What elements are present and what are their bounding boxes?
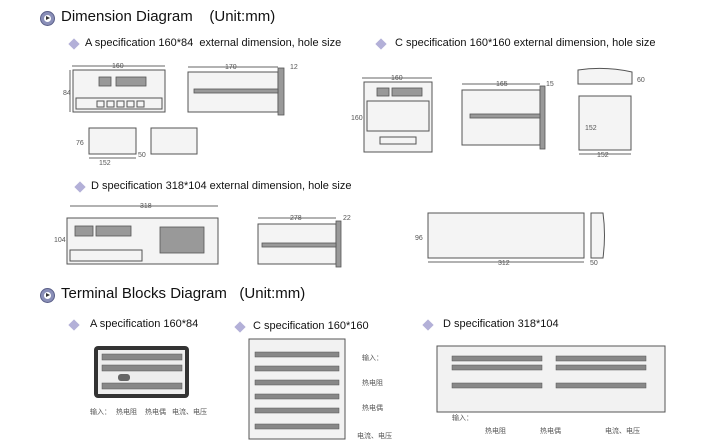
c-side-view: 165 15 [461, 81, 554, 150]
d-hole-height-label: 96 [415, 235, 423, 242]
a-side-view: 170 12 [187, 64, 298, 116]
d-legend-tc: 热电偶 [540, 426, 561, 435]
d-spec-terminal-label: D specification 318*104 [443, 318, 559, 330]
c-hole-height-label: 152 [585, 125, 597, 132]
c-legend-cv: 电流、电压 [357, 431, 392, 440]
a-depth-label: 170 [225, 64, 237, 71]
d-height-label: 104 [54, 237, 66, 244]
c-hole-size: 60 152 152 [577, 67, 645, 159]
a-flange-label: 12 [290, 64, 298, 71]
terminal-unit: (Unit:mm) [239, 285, 306, 302]
d-front-panel: 318 104 [54, 203, 219, 265]
c-hole-width-label: 152 [597, 152, 609, 159]
c-spec-dimension-label: C specification 160*160 external dimensi… [395, 37, 656, 49]
terminal-title: Terminal Blocks Diagram [61, 285, 227, 302]
d-flange-label: 22 [343, 215, 351, 222]
c-spec-terminal-label: C specification 160*160 [253, 320, 369, 332]
a-front-panel: 160 84 [63, 63, 166, 113]
c-flange-label: 15 [546, 81, 554, 88]
d-spec-dimension-label: D specification 318*104 external dimensi… [91, 180, 352, 192]
d-legend-cv: 电流、电压 [605, 426, 640, 435]
d-terminal-block: 输入： 热电阻 热电偶 电流、电压 [436, 345, 666, 435]
a-gap-label: 50 [138, 152, 146, 159]
d-depth-label: 278 [290, 215, 302, 222]
a-legend-input: 输入： [90, 407, 111, 416]
a-hole-width-label: 152 [99, 160, 111, 167]
c-legend-rtd: 热电阻 [362, 378, 383, 387]
c-width-label: 160 [391, 75, 403, 82]
c-gap-label: 60 [637, 77, 645, 84]
d-hole-size: 96 312 50 [415, 212, 605, 267]
c-height-label: 160 [351, 115, 363, 122]
a-spec-terminal-label: A specification 160*84 [90, 318, 199, 330]
arrow-circle-icon [40, 11, 55, 26]
dimension-unit: (Unit:mm) [209, 8, 276, 25]
d-width-label: 318 [140, 203, 152, 210]
dimension-title: Dimension Diagram [61, 8, 193, 25]
d-side-view: 278 22 [257, 215, 351, 268]
a-width-label: 160 [112, 63, 124, 70]
c-depth-label: 165 [496, 81, 508, 88]
a-legend-cv: 电流、电压 [172, 407, 207, 416]
c-front-panel: 160 160 [351, 75, 433, 153]
d-gap-label: 50 [590, 260, 598, 267]
c-legend-input: 输入： [362, 353, 383, 362]
a-legend-tc: 热电偶 [145, 407, 166, 416]
a-hole-height-label: 76 [76, 140, 84, 147]
a-spec-dimension-label: A specification 160*84 external dimensio… [85, 37, 342, 49]
d-hole-width-label: 312 [498, 260, 510, 267]
d-legend-input: 输入： [452, 413, 473, 422]
a-hole-size: 76 152 50 [76, 127, 198, 167]
dimension-heading: Dimension Diagram (Unit:mm) [61, 8, 275, 25]
terminal-heading: Terminal Blocks Diagram (Unit:mm) [61, 285, 305, 302]
d-legend-rtd: 热电阻 [485, 426, 506, 435]
arrow-circle-icon [40, 288, 55, 303]
c-legend-tc: 热电偶 [362, 403, 383, 412]
a-height-label: 84 [63, 90, 71, 97]
a-legend-rtd: 热电阻 [116, 407, 137, 416]
a-terminal-block: 输入： 热电阻 热电偶电流、电压 [90, 346, 207, 416]
